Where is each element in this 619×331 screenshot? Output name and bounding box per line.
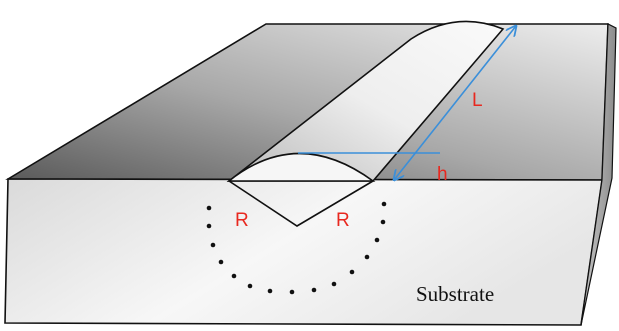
length-label: L [472, 90, 483, 111]
substrate-label: Substrate [416, 282, 494, 306]
substrate-side-face [580, 23, 617, 326]
fusion-zone-wedge [228, 180, 374, 227]
melt-pool-dotted-boundary [206, 201, 387, 295]
height-label: h [437, 164, 448, 185]
substrate-front-face [4, 178, 603, 326]
length-dimension-arrow [394, 26, 516, 180]
radius-label-right: R [336, 210, 350, 231]
radius-label-left: R [235, 210, 249, 231]
